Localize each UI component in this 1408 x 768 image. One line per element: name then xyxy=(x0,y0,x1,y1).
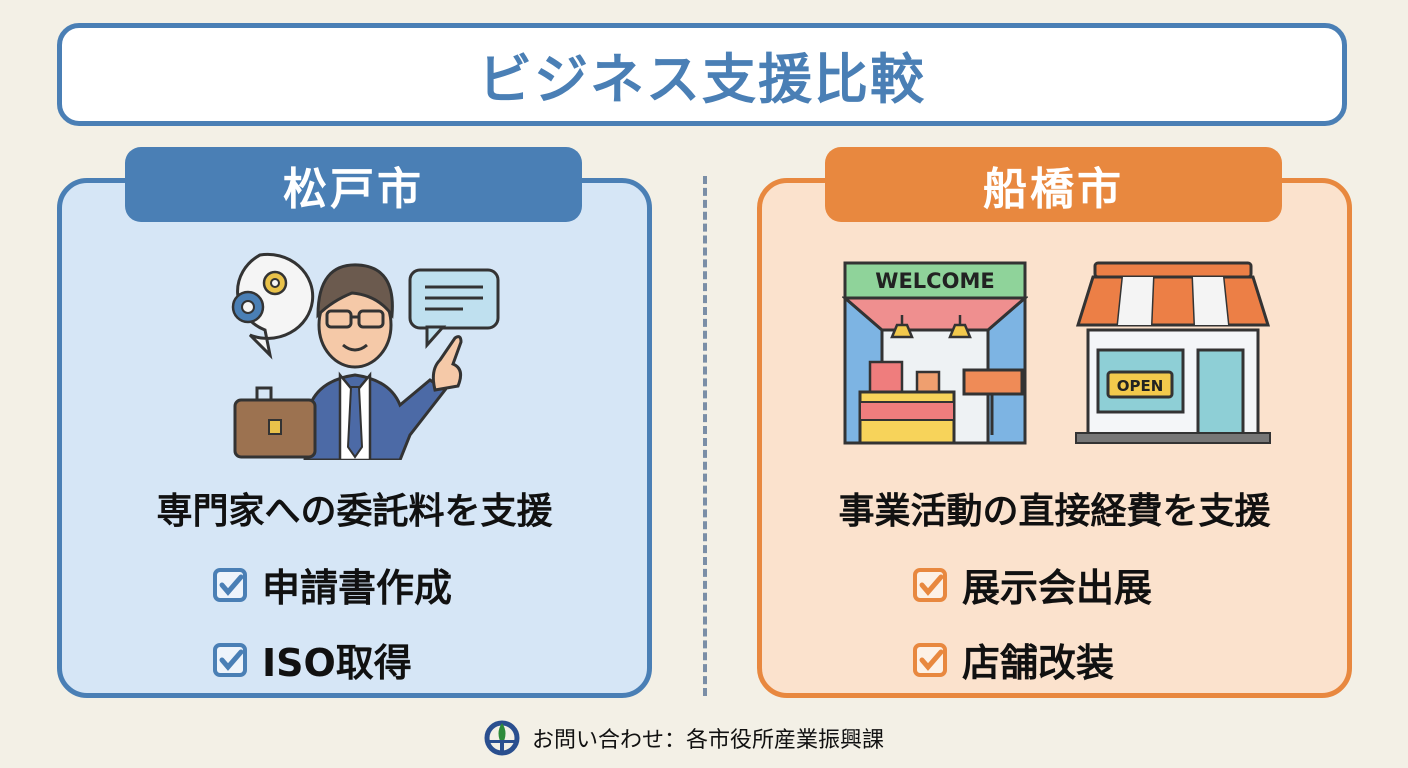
item-label: 店舗改装 xyxy=(962,641,1115,685)
funabashi-city-label: 船橋市 xyxy=(983,163,1124,215)
text-speech-bubble-icon xyxy=(408,268,500,349)
matsudo-headline: 専門家への委託料を支援 xyxy=(156,491,553,532)
title-banner: ビジネス支援比較 xyxy=(57,23,1347,126)
funabashi-tab: 船橋市 xyxy=(825,147,1282,222)
item-label: 展示会出展 xyxy=(962,566,1153,610)
checkbox-checked-icon xyxy=(913,642,947,677)
funabashi-items-list: 展示会出展 店舗改装 xyxy=(912,557,1152,687)
svg-text:OPEN: OPEN xyxy=(1117,377,1164,395)
exhibition-booth-icon: WELCOME xyxy=(842,261,1028,445)
gears-speech-bubble-icon xyxy=(231,252,315,360)
matsudo-city-label: 松戸市 xyxy=(283,163,424,215)
checkbox-checked-icon xyxy=(213,642,247,677)
list-item: 展示会出展 xyxy=(912,557,1152,612)
matsudo-items-list: 申請書作成 ISO取得 xyxy=(212,557,452,687)
item-label: 申請書作成 xyxy=(262,566,453,610)
item-label: ISO取得 xyxy=(262,641,412,685)
storefront-icon: OPEN xyxy=(1075,261,1271,444)
funabashi-headline: 事業活動の直接経費を支援 xyxy=(838,491,1271,532)
contact-text: お問い合わせ：各市役所産業振興課 xyxy=(532,728,885,753)
list-item: 店舗改装 xyxy=(912,632,1152,687)
city-emblem-icon xyxy=(484,720,520,756)
list-item: 申請書作成 xyxy=(212,557,452,612)
consultant-illustration-icon xyxy=(231,252,500,460)
contact-footer: お問い合わせ：各市役所産業振興課 xyxy=(484,720,884,756)
matsudo-tab: 松戸市 xyxy=(125,147,582,222)
briefcase-icon xyxy=(233,386,317,459)
page-title: ビジネス支援比較 xyxy=(478,48,926,111)
checkbox-checked-icon xyxy=(913,567,947,602)
list-item: ISO取得 xyxy=(212,632,452,687)
checkbox-checked-icon xyxy=(213,567,247,602)
svg-text:WELCOME: WELCOME xyxy=(875,269,994,293)
dashed-divider xyxy=(703,176,707,696)
